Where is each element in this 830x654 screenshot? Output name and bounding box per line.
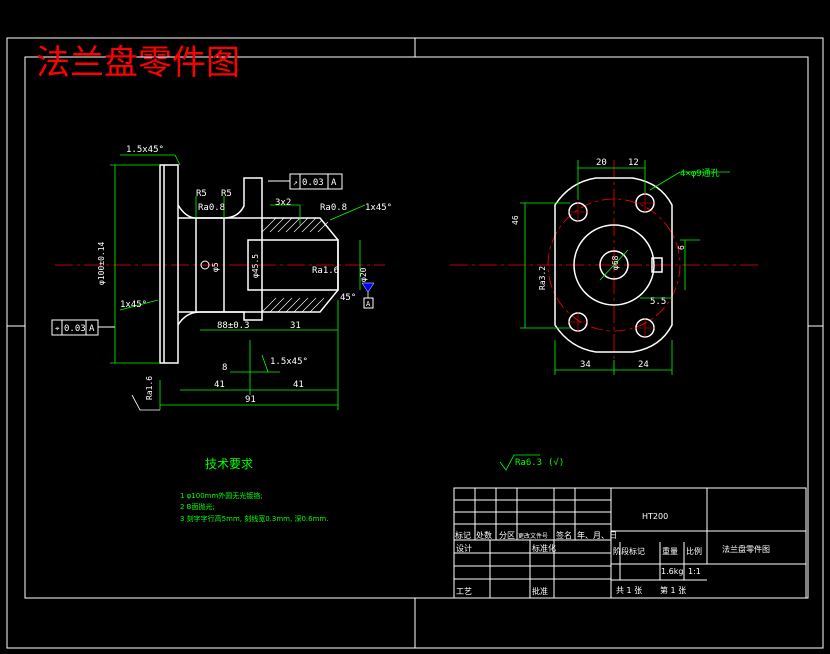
len91-label: 91 (245, 395, 256, 405)
ra08a-label: Ra0.8 (198, 203, 225, 213)
holes-note: 4×φ9通孔 (680, 168, 720, 179)
title-block (453, 487, 807, 599)
len41a-label: 41 (214, 380, 225, 390)
row-label-4: 签名 (556, 530, 572, 540)
dim55-label: 5.5 (650, 297, 666, 307)
part-name-label: 法兰盘零件图 (722, 544, 770, 554)
len41b-label: 41 (293, 380, 304, 390)
row-label-1: 处数 (476, 530, 492, 540)
general-roughness: Ra6.3 (515, 458, 542, 468)
dim6-label: 6 (677, 245, 686, 250)
dia5-label: φ5 (211, 262, 220, 272)
approve-label: 批准 (532, 586, 548, 596)
requirement-item-1: 1 φ100mm外圆无光镀铬; (180, 491, 263, 500)
bolt-circle (547, 198, 681, 332)
flange-disk (159, 164, 179, 364)
dim24-label: 24 (638, 360, 649, 370)
requirements-heading: 技术要求 (205, 457, 253, 471)
dia45-label: φ45.5 (251, 254, 260, 278)
stage-mark-label: 阶段标记 (613, 546, 645, 556)
dia20-label: φ20 (359, 267, 368, 282)
chamfer-top-label: 1.5x45° (126, 145, 164, 155)
ra08b-label: Ra0.8 (320, 203, 347, 213)
tol-left-value: 0.03 (64, 324, 86, 334)
r5a-label: R5 (196, 189, 207, 199)
right-dimension-lines (520, 160, 730, 375)
row-label-0: 标记 (455, 530, 471, 540)
scale-value: 1:1 (688, 567, 701, 576)
chamfer-bottom-label: 1.5x45° (270, 357, 308, 367)
cross-hole (200, 260, 210, 270)
process-label: 工艺 (456, 587, 472, 596)
svg-text:↗: ↗ (293, 178, 298, 187)
left-dimension-lines (110, 154, 366, 410)
r5b-label: R5 (221, 189, 232, 199)
sheet-no-label: 第 1 张 (660, 585, 686, 595)
chamfer-small-label: 45° (340, 293, 356, 303)
len88-label: 88±0.3 (217, 321, 250, 331)
tol-left-datum: A (89, 324, 95, 334)
ra16a-label: Ra1.6 (312, 266, 339, 276)
drawing-title: 法兰盘零件图 (36, 43, 240, 83)
standard-label: 标准化 (532, 543, 556, 553)
chamfer-top-right-label: 1x45° (365, 203, 392, 213)
datum-triangle (361, 282, 375, 293)
roughness-symbol (499, 454, 540, 471)
svg-text:⌖: ⌖ (55, 324, 60, 333)
row-label-5: 年、月、日 (577, 530, 617, 540)
row-label-3: 更改文件号 (518, 532, 548, 540)
dim34-label: 34 (580, 360, 591, 370)
dia100-label: φ100±0.14 (97, 241, 106, 285)
len31-label: 31 (290, 321, 301, 331)
sheet-frame (6, 37, 824, 649)
general-roughness-paren: (√) (548, 457, 564, 468)
hub-profile (177, 177, 339, 326)
ra32-label: Ra3.2 (538, 266, 547, 290)
material-label: HT200 (642, 512, 668, 521)
scale-label: 比例 (686, 546, 702, 556)
datum-a-label: A (366, 300, 371, 308)
requirement-item-3: 3 刻字字行高5mm, 刻线宽0.3mm, 深0.6mm. (180, 514, 328, 523)
sheets-label: 共 1 张 (616, 586, 642, 595)
tolerance-frames (51, 173, 374, 336)
ra16b-label: Ra1.6 (145, 376, 154, 400)
chamfer-left-label: 1x45° (120, 300, 147, 310)
dim46-label: 46 (511, 215, 520, 225)
design-label: 设计 (456, 543, 472, 553)
dim12-label: 12 (628, 158, 639, 168)
dim68-label: φ68 (611, 255, 620, 270)
row-label-2: 分区 (499, 531, 515, 540)
weight-value: 1.6kg (661, 567, 683, 576)
dim20-label: 20 (596, 158, 607, 168)
requirement-item-2: 2 B面抛光; (180, 502, 215, 511)
section-hatch (261, 217, 329, 313)
weight-label: 重量 (662, 546, 678, 556)
len8-label: 8 (222, 363, 227, 373)
tol-top-value: 0.03 (302, 178, 324, 188)
tol-top-datum: A (331, 178, 337, 188)
thread-label: 3x2 (275, 198, 291, 208)
